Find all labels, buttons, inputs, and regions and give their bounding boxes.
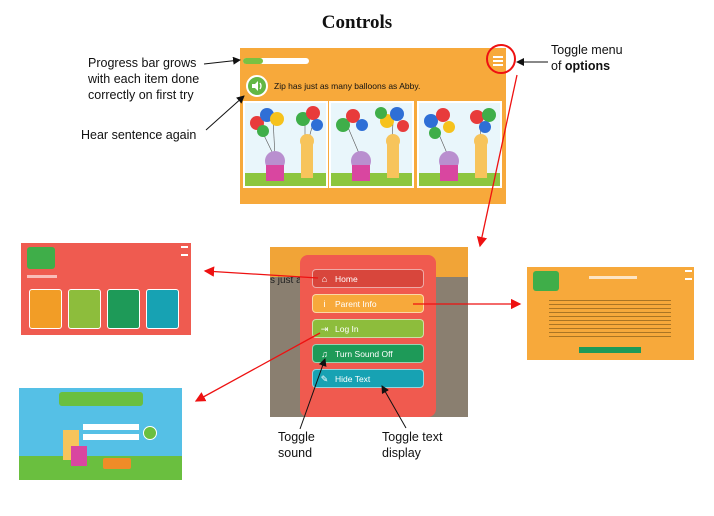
heading-placeholder bbox=[589, 276, 637, 279]
toggle-sound-note-line: Toggle bbox=[278, 430, 315, 444]
grass-strip bbox=[19, 456, 182, 480]
progress-bar-fill bbox=[243, 58, 263, 64]
menu-item-hide-text[interactable]: ✎ Hide Text bbox=[312, 369, 424, 388]
toggle-menu-note-prefix: of bbox=[551, 59, 565, 73]
progress-note-line: Progress bar grows bbox=[88, 56, 197, 70]
toggle-text-note-line: display bbox=[382, 446, 421, 460]
parent-info-thumbnail bbox=[527, 267, 694, 360]
password-field bbox=[83, 434, 139, 440]
speaker-icon[interactable] bbox=[246, 75, 268, 97]
zip-and-abby-logo bbox=[533, 271, 559, 291]
chapter-label-placeholder bbox=[27, 275, 57, 278]
toggle-menu-note-line: of options bbox=[551, 58, 623, 74]
toggle-menu-note-line: Toggle menu bbox=[551, 43, 623, 57]
menu-screenshot: s just a ⌂ Home i Parent Info ⇥ Log In ♫ Turn S… bbox=[270, 247, 468, 417]
progress-bar bbox=[243, 58, 309, 64]
arrow-home bbox=[203, 266, 319, 279]
arrow-hear bbox=[205, 95, 245, 131]
menu-item-home[interactable]: ⌂ Home bbox=[312, 269, 424, 288]
info-icon: i bbox=[323, 299, 326, 309]
answer-choice-image[interactable] bbox=[329, 101, 414, 188]
sign-up-button bbox=[103, 458, 131, 469]
lesson-card bbox=[107, 289, 140, 329]
toggle-text-note: Toggle text display bbox=[382, 429, 442, 461]
menu-highlight-circle bbox=[486, 44, 516, 74]
lesson-card bbox=[29, 289, 62, 329]
toggle-sound-note: Toggle sound bbox=[278, 429, 315, 461]
menu-item-label: Parent Info bbox=[335, 299, 377, 309]
lesson-card bbox=[68, 289, 101, 329]
menu-item-label: Home bbox=[335, 274, 358, 284]
arrow-menu-to-options bbox=[476, 74, 518, 248]
answer-choice-image[interactable] bbox=[243, 101, 328, 188]
menu-item-parent-info[interactable]: i Parent Info bbox=[312, 294, 424, 313]
login-icon: ⇥ bbox=[320, 324, 329, 334]
menu-item-turn-sound-off[interactable]: ♫ Turn Sound Off bbox=[312, 344, 424, 363]
hide-text-icon: ✎ bbox=[320, 374, 329, 384]
toggle-menu-note-bold: options bbox=[564, 59, 611, 73]
menu-item-log-in[interactable]: ⇥ Log In bbox=[312, 319, 424, 338]
home-icon: ⌂ bbox=[321, 274, 328, 284]
login-screen-thumbnail bbox=[19, 388, 182, 480]
home-screen-thumbnail bbox=[21, 243, 191, 335]
menu-icon bbox=[181, 246, 188, 256]
toggle-sound-note-line: sound bbox=[278, 446, 313, 460]
username-field bbox=[83, 424, 139, 430]
toggle-text-note-line: Toggle text bbox=[382, 430, 443, 444]
abby-character bbox=[71, 446, 87, 466]
progress-note: Progress bar grows with each item done c… bbox=[88, 55, 199, 103]
body-text-placeholder bbox=[549, 297, 671, 339]
lesson-card bbox=[146, 289, 179, 329]
music-icon: ♫ bbox=[321, 349, 328, 359]
zip-and-abby-logo bbox=[27, 247, 55, 269]
menu-icon bbox=[685, 270, 692, 280]
arrow-text bbox=[381, 385, 407, 429]
menu-item-label: Hide Text bbox=[335, 374, 371, 384]
arrow-login bbox=[194, 332, 321, 402]
menu-item-label: Turn Sound Off bbox=[335, 349, 393, 359]
progress-note-line: with each item done bbox=[88, 72, 200, 86]
page-title: Controls bbox=[321, 12, 393, 33]
toggle-menu-note: Toggle menu of options bbox=[551, 42, 623, 74]
continue-button-placeholder bbox=[579, 347, 641, 353]
options-menu: ⌂ Home i Parent Info ⇥ Log In ♫ Turn Sound Off ✎… bbox=[300, 255, 436, 417]
game-screenshot: Zip has just as many balloons as Abby. bbox=[240, 48, 506, 204]
menu-item-label: Log In bbox=[335, 324, 359, 334]
background-sentence-fragment: s just a bbox=[270, 275, 302, 286]
hear-note: Hear sentence again bbox=[81, 128, 197, 142]
answer-choice-image[interactable] bbox=[417, 101, 502, 188]
go-button bbox=[143, 426, 157, 440]
zip-and-abby-logo bbox=[59, 392, 143, 406]
sentence-text: Zip has just as many balloons as Abby. bbox=[274, 81, 421, 91]
progress-note-line: correctly on first try bbox=[88, 88, 194, 102]
arrow-sound bbox=[299, 358, 327, 430]
arrow-progress bbox=[203, 56, 241, 65]
